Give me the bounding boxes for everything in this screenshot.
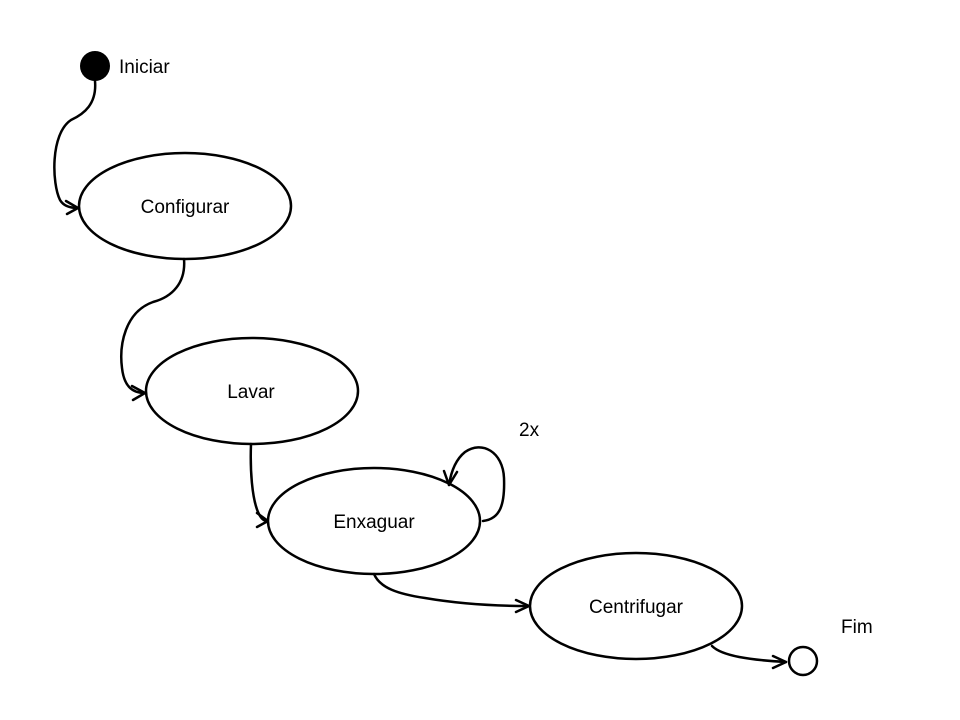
state-centrifugar: Centrifugar (528, 551, 744, 661)
edge-path (372, 572, 531, 608)
edge-path (710, 644, 788, 664)
end-circle (787, 645, 819, 677)
state-configurar: Configurar (77, 151, 293, 261)
state-ellipse (528, 551, 744, 661)
state-label-centrifugar: Centrifugar (589, 597, 684, 618)
edge-lavar-enxaguar (249, 442, 270, 529)
end-node: Fim (787, 617, 873, 677)
state-lavar: Lavar (144, 336, 360, 446)
start-node: Iniciar (80, 51, 170, 81)
edge-path (249, 442, 270, 523)
state-label-enxaguar: Enxaguar (333, 512, 415, 533)
edge-path (447, 446, 506, 523)
edge-enxaguar-self-loop: 2x (442, 420, 540, 523)
arrowhead (442, 469, 459, 487)
edge-centrifugar-fim (710, 644, 788, 670)
loop-label: 2x (519, 420, 540, 441)
edge-path (53, 79, 97, 210)
start-label: Iniciar (119, 57, 170, 78)
state-label-lavar: Lavar (227, 382, 275, 403)
edge-path (120, 257, 186, 395)
state-label-configurar: Configurar (141, 197, 230, 218)
arrowhead (771, 654, 788, 670)
end-label: Fim (841, 617, 873, 638)
start-dot (80, 51, 110, 81)
edge-enxaguar-centrifugar (372, 572, 531, 614)
